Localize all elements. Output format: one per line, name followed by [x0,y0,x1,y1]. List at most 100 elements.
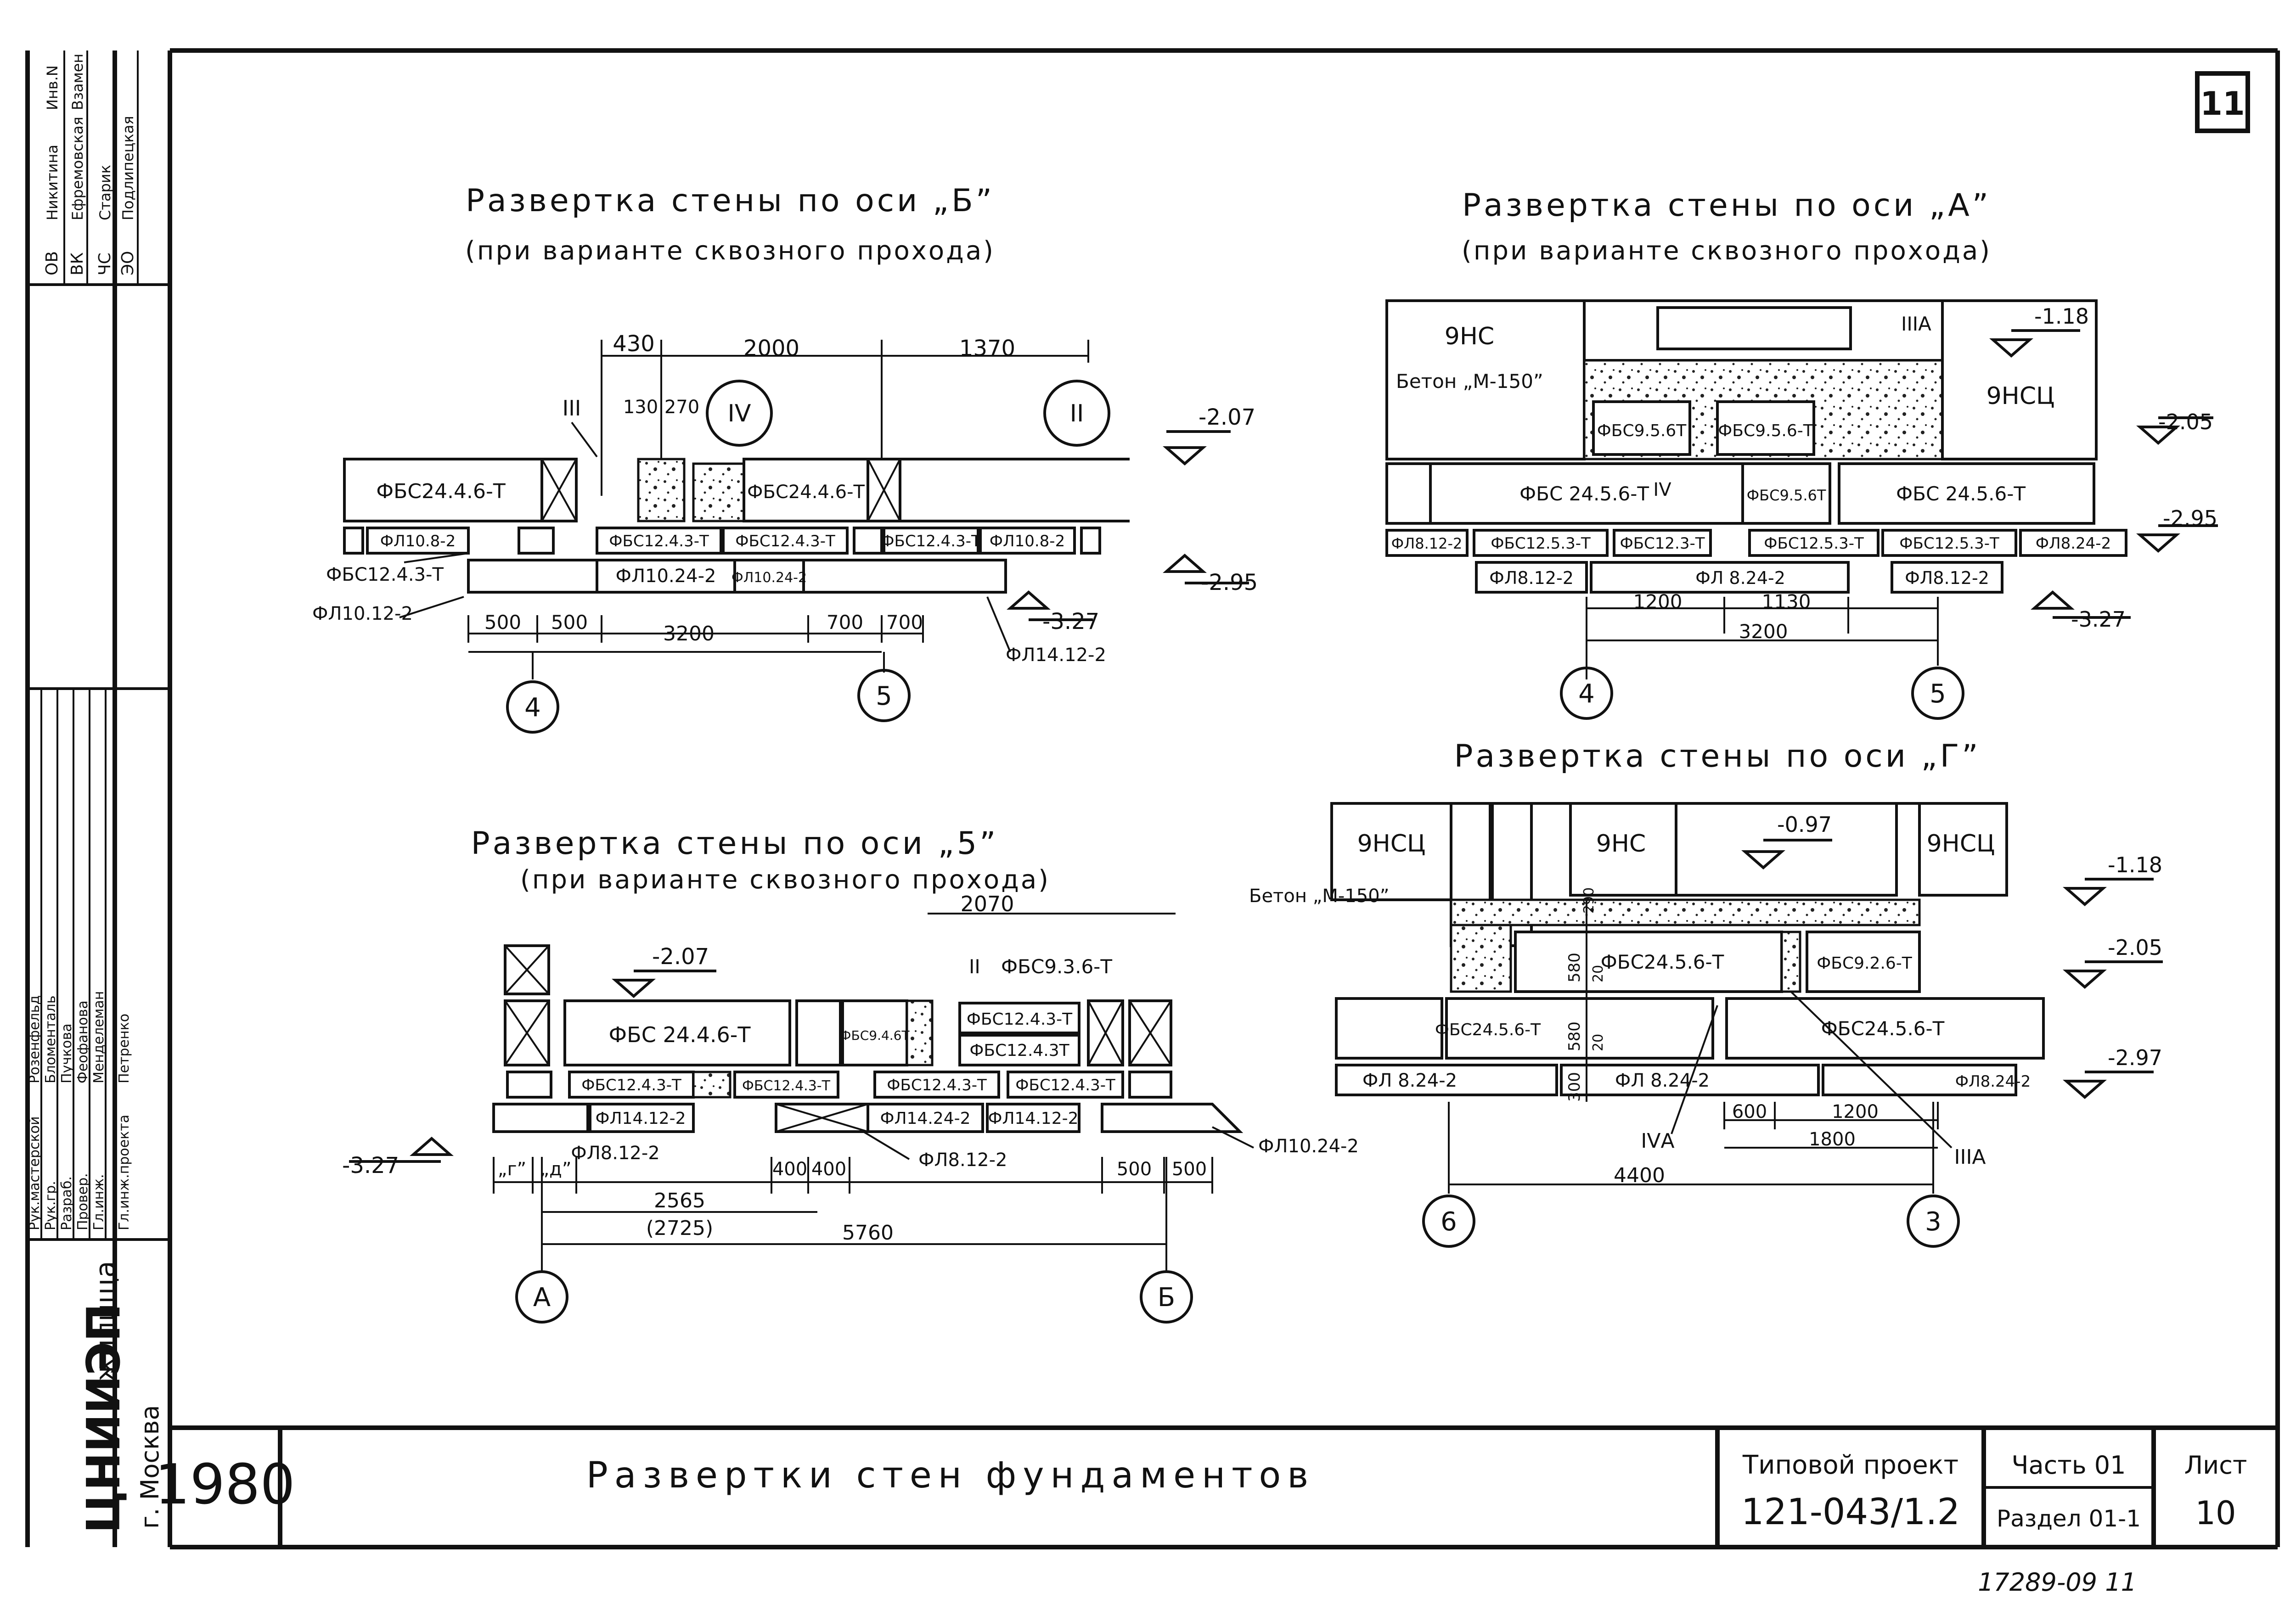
view-a-zone-9nsc: 9НСЦ [1986,382,2055,410]
view-a-callout-4: IV [1653,479,1671,500]
view-b-dim-430: 430 [613,331,655,357]
org-name-2: жилища [90,1261,122,1382]
view-b-r2-0: ФЛ10.8-2 [380,532,456,550]
side-extra-2: Взамен [69,54,86,110]
role-6: Гл.инж.проекта [116,1115,132,1230]
view-g-concrete: Бетон „М-150” [1249,886,1389,907]
view-a-dim-1200: 1200 [1633,590,1683,613]
view-b-block-fbs2: ФБС24.4.6-Т [747,482,865,503]
org-name: ЦНИИЭП [77,1303,130,1533]
view-a-r3-4: ФБС12.5.3-Т [1899,534,1999,553]
view-b-r3-1: ФЛ10.24-2 [732,570,807,586]
view-b-dim-500b: 500 [551,611,588,634]
view-5-label-fl812b: ФЛ8.12-2 [918,1150,1007,1171]
view-a-subtitle: (при варианте сквозного прохода) [1462,236,1992,266]
role-4: Провер. [75,1173,91,1230]
view-g-callout-4a: IVА [1641,1129,1674,1153]
role-3-name: Пучкова [59,1023,75,1083]
view-5-label-fl1024: ФЛ10.24-2 [1258,1136,1359,1157]
view-a-r2-0: ФБС 24.5.6-Т [1519,482,1649,505]
view-5-r3-0: ФЛ14.12-2 [595,1109,686,1128]
view-b-title: Развертка стены по оси „Б” [466,183,995,219]
view-a-r3-3: ФБС12.5.3-Т [1764,534,1864,553]
view-g-level-205: -2.05 [2108,935,2162,960]
view-5-dim-400a: 400 [772,1159,807,1180]
view-b-label-fl1012: ФЛ10.12-2 [312,603,413,624]
view-a-axis-5: 5 [1930,679,1946,709]
view-b-callout-2: II [1070,400,1084,427]
view-b-level-327: -3.27 [1042,609,1099,634]
view-g-dim-300: 300 [1565,1072,1584,1102]
role-5: Гл.инж. [91,1174,107,1230]
view-5-dim-g: „г” [498,1159,526,1180]
view-b-block-fbs1: ФБС24.4.6-Т [376,480,506,503]
view-5-r3-1: ФЛ14.24-2 [880,1109,970,1128]
view-a-level-118: -1.18 [2034,304,2089,329]
view-5-label-fl812a: ФЛ8.12-2 [571,1143,659,1164]
side-dept-vk: ВК [68,252,87,275]
role-3: Разраб. [59,1176,75,1230]
sheet-title: Развертки стен фундаментов [586,1455,1315,1496]
view-5-dim-400b: 400 [811,1159,846,1180]
sheet-number-box: 11 [2195,71,2250,133]
view-5-r2-0: ФБС12.4.3-Т [581,1076,681,1094]
view-g-zone-9ns: 9НС [1596,830,1646,858]
view-5-r2-1: ФБС12.4.3-Т [742,1078,831,1094]
view-a-r3-1: ФБС12.5.3-Т [1491,534,1591,553]
role-6-name: Петренко [116,1014,132,1083]
title-block: 1980 Развертки стен фундаментов Типовой … [155,1425,2278,1597]
view-5-r2-3: ФБС12.4.3-Т [1015,1076,1115,1094]
view-b-subtitle: (при варианте сквозного прохода) [465,236,995,266]
view-b-dim-500a: 500 [484,611,521,634]
view-a-level-327: -3.27 [2071,607,2126,632]
view-5-dim-2565: 2565 [654,1189,705,1212]
view-a-r3-2: ФБС12.3-Т [1620,534,1705,553]
role-4-name: Феофанова [75,1000,91,1083]
view-b-dim-700a: 700 [827,611,863,634]
side-extra-1: Инв.N [44,65,61,110]
view-5-r1-0: ФБС 24.4.6-Т [609,1022,751,1047]
view-g-dim-600: 600 [1732,1101,1767,1122]
view-a-axis-4: 4 [1578,679,1595,709]
view-b-dim-1370: 1370 [959,336,1015,361]
view-g-dim-1800: 1800 [1809,1129,1856,1150]
view-g-dim-580b: 580 [1565,1021,1584,1051]
part-label: Часть 01 [2012,1451,2126,1480]
section-label: Раздел 01-1 [1997,1505,2141,1532]
side-name-3: Старик [96,165,114,220]
view-b-dim-700b: 700 [886,611,923,634]
view-a-level-205: -2.05 [2158,410,2213,434]
view-5-r1-3: ФБС12.4.3Т [969,1041,1069,1060]
side-approval-stamp: ОВ Никитина Инв.N ВК Ефремовская Взамен … [27,50,170,1533]
project-label: Типовой проект [1742,1450,1958,1480]
view-5-subtitle: (при варианте сквозного прохода) [520,865,1050,895]
view-a-r1-1: ФБС9.5.6-Т [1718,421,1813,440]
sheet-label: Лист [2184,1451,2247,1480]
view-5-r1-2: ФБС12.4.3-Т [967,1010,1073,1029]
view-b-label-fl1412: ФЛ14.12-2 [1006,645,1106,666]
view-a-dim-1130: 1130 [1762,590,1811,613]
view-5-r3-2: ФЛ14.12-2 [988,1109,1078,1128]
role-1-name: Розенфельд [27,995,43,1083]
view-g-r1-0: ФБС24.5.6-Т [1601,951,1724,973]
sheet-number-top: 11 [2200,85,2245,123]
view-5-dim-2070: 2070 [960,892,1014,916]
view-g-axis-6: 6 [1441,1207,1457,1237]
view-a-r4-0: ФЛ8.12-2 [1489,568,1574,588]
view-b-dim-2000: 2000 [743,336,799,361]
view-g-r2-0: ФБС24.5.6-Т [1435,1021,1541,1039]
side-dept-eo: ЭО [118,251,137,275]
view-a-dim-3200: 3200 [1739,620,1788,643]
view-5-title: Развертка стены по оси „5” [471,825,999,862]
view-5-label-top: ФБС9.3.6-Т [1001,955,1112,978]
view-5-r1-1: ФБС9.4.6Т [840,1028,910,1043]
role-2: Рук.гр. [43,1181,59,1230]
view-b-r2-4: ФЛ10.8-2 [990,532,1065,550]
view-g-r1-1: ФБС9.2.6-Т [1817,954,1912,973]
side-name-4: Подлипецкая [119,116,137,220]
view-g-dim-20a: 20 [1590,965,1606,982]
view-5-dim-d: „д” [540,1159,571,1180]
view-axis-5: Развертка стены по оси „5” (при варианте… [342,825,1359,1324]
view-g-level-297: -2.97 [2108,1045,2162,1070]
view-a-r3-5: ФЛ8.24-2 [2036,534,2111,553]
